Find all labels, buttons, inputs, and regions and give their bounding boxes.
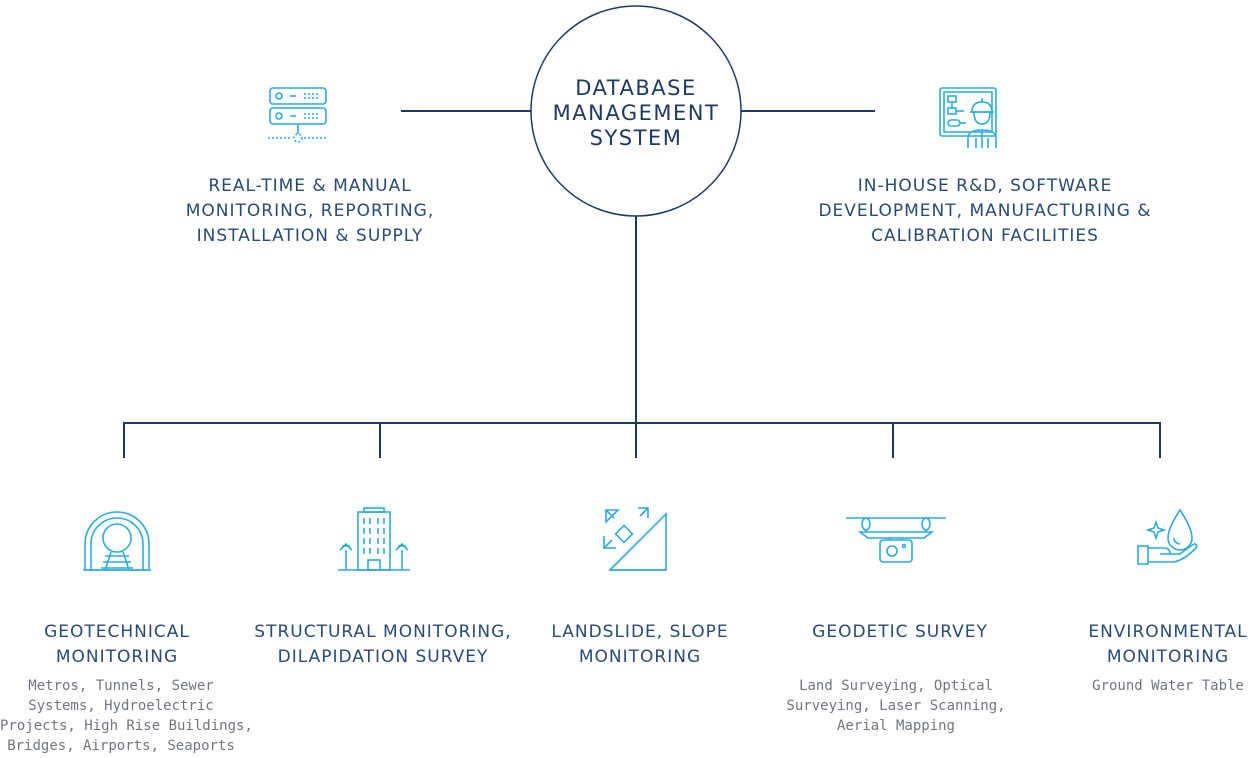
caption-line: LANDSLIDE, SLOPE <box>551 622 729 642</box>
desc-line: Aerial Mapping <box>836 718 955 734</box>
geotechnical-desc: Metros, Tunnels, Sewer Systems, Hydroele… <box>0 676 253 756</box>
structural-title: STRUCTURAL MONITORING, DILAPIDATION SURV… <box>235 620 531 670</box>
desc-line: Projects, High Rise Buildings, <box>0 718 253 734</box>
server-network-icon <box>262 80 334 152</box>
geodetic-title: GEODETIC SURVEY <box>790 620 1010 645</box>
caption-line: REAL-TIME & MANUAL <box>208 176 412 196</box>
caption-line: GEOTECHNICAL <box>44 622 190 642</box>
center-title-line: DATABASE <box>575 76 697 100</box>
desc-line: Surveying, Laser Scanning, <box>786 698 1006 714</box>
desc-line: Land Surveying, Optical <box>799 678 993 694</box>
drone-icon <box>846 508 946 568</box>
caption-line: ENVIRONMENTAL <box>1088 622 1248 642</box>
building-icon <box>338 504 410 576</box>
caption-line: STRUCTURAL MONITORING, <box>254 622 512 642</box>
caption-line: DILAPIDATION SURVEY <box>277 647 489 667</box>
caption-line: CALIBRATION FACILITIES <box>871 226 1099 246</box>
desc-line: Systems, Hydroelectric <box>28 698 214 714</box>
slope-icon <box>600 504 672 576</box>
center-title-line: SYSTEM <box>589 126 683 150</box>
caption-line: MONITORING <box>1106 647 1230 667</box>
landslide-title: LANDSLIDE, SLOPE MONITORING <box>520 620 760 670</box>
caption-line: MONITORING <box>578 647 702 667</box>
environmental-title: ENVIRONMENTAL MONITORING <box>1078 620 1255 670</box>
caption-line: IN-HOUSE R&D, SOFTWARE <box>857 176 1113 196</box>
tunnel-icon <box>81 504 153 576</box>
center-title: DATABASE MANAGEMENT SYSTEM <box>531 76 741 151</box>
desc-line: Ground Water Table <box>1092 678 1244 694</box>
desc-line: Metros, Tunnels, Sewer <box>28 678 214 694</box>
environmental-desc: Ground Water Table <box>1080 676 1255 696</box>
desc-line: Bridges, Airports, Seaports <box>7 738 235 754</box>
center-title-line: MANAGEMENT <box>552 101 720 125</box>
water-hand-icon <box>1134 504 1206 576</box>
top-right-caption: IN-HOUSE R&D, SOFTWARE DEVELOPMENT, MANU… <box>800 174 1170 249</box>
geodetic-desc: Land Surveying, Optical Surveying, Laser… <box>776 676 1016 736</box>
caption-line: MONITORING, REPORTING, <box>185 201 435 221</box>
engineer-blueprint-icon <box>934 82 1006 154</box>
geotechnical-title: GEOTECHNICAL MONITORING <box>7 620 227 670</box>
caption-line: INSTALLATION & SUPPLY <box>196 226 424 246</box>
top-left-caption: REAL-TIME & MANUAL MONITORING, REPORTING… <box>160 174 460 249</box>
caption-line: DEVELOPMENT, MANUFACTURING & <box>818 201 1152 221</box>
caption-line: GEODETIC SURVEY <box>812 622 988 642</box>
caption-line: MONITORING <box>55 647 179 667</box>
